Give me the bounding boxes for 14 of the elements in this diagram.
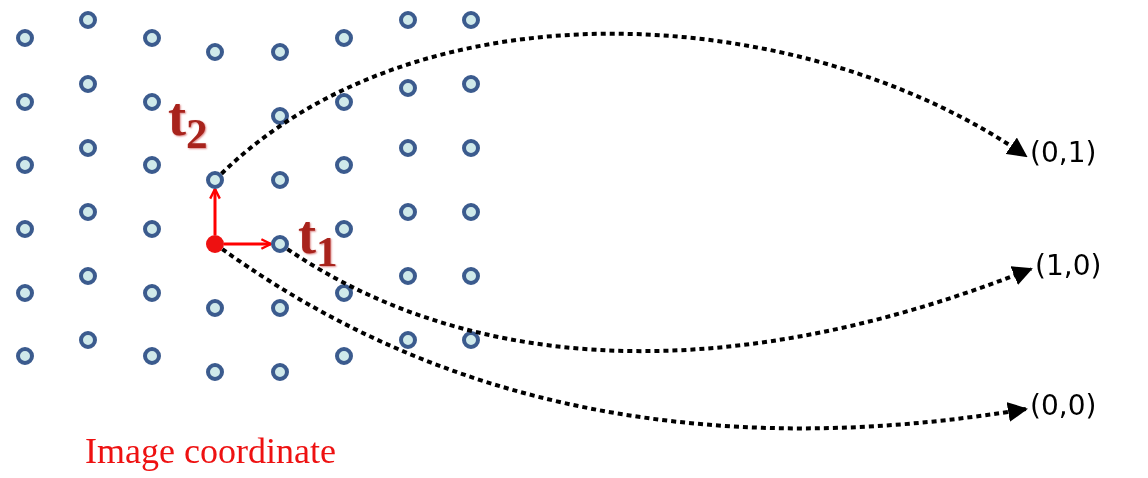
arrow (286, 247, 1033, 353)
arrow (221, 247, 1028, 431)
coordinate-label: (0,1) (1030, 136, 1097, 169)
coordinate-label: (1,0) (1035, 249, 1102, 282)
vector-label: t$_{2}$ (168, 90, 208, 156)
coordinate-label: (0,0) (1030, 389, 1097, 422)
vector-label: t$_{1}$ (298, 208, 338, 274)
lattice-point (206, 171, 224, 189)
lattice-point (271, 235, 289, 253)
arrow (224, 238, 273, 250)
arrow (220, 31, 1028, 176)
origin-point (206, 235, 224, 253)
caption: Image coordinate (85, 430, 336, 472)
arrow (209, 187, 221, 235)
